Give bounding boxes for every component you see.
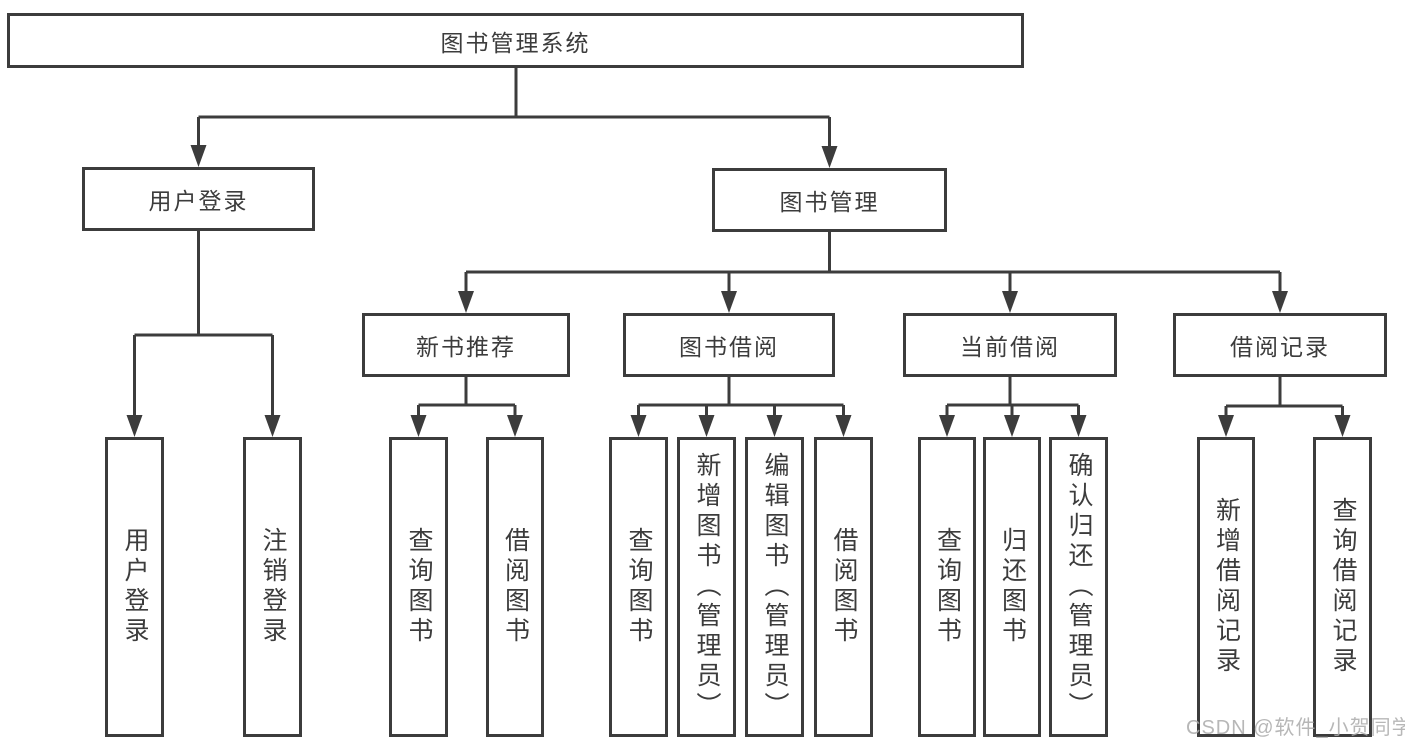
leaf-label: 注销登录 bbox=[259, 527, 287, 647]
leaf-label: 查询图书 bbox=[405, 527, 433, 647]
leaf-current-query-books: 查询图书 bbox=[918, 437, 976, 737]
node-label: 用户登录 bbox=[148, 188, 249, 214]
node-library-system: 图书管理系统 bbox=[7, 13, 1024, 68]
leaf-current-confirm-return-admin: 确认归还（管理员） bbox=[1049, 437, 1108, 737]
leaf-label: 确认归还（管理员） bbox=[1065, 452, 1093, 722]
leaf-newbook-borrow-books: 借阅图书 bbox=[486, 437, 544, 737]
leaf-label: 用户登录 bbox=[121, 527, 149, 647]
leaf-logout: 注销登录 bbox=[243, 437, 302, 737]
node-user-login: 用户登录 bbox=[82, 167, 315, 231]
leaf-borrow-query-books: 查询图书 bbox=[609, 437, 668, 737]
leaf-label: 查询借阅记录 bbox=[1329, 497, 1357, 677]
leaf-records-query-record: 查询借阅记录 bbox=[1313, 437, 1372, 737]
node-label: 当前借阅 bbox=[960, 334, 1060, 360]
leaf-user-login: 用户登录 bbox=[105, 437, 164, 737]
leaf-newbook-query-books: 查询图书 bbox=[389, 437, 448, 737]
node-label: 图书管理 bbox=[779, 189, 880, 215]
node-current-borrow: 当前借阅 bbox=[903, 313, 1117, 377]
node-label: 图书借阅 bbox=[679, 334, 779, 360]
node-new-book-recommend: 新书推荐 bbox=[362, 313, 570, 377]
node-label: 新书推荐 bbox=[416, 334, 516, 360]
node-label: 图书管理系统 bbox=[440, 29, 591, 56]
leaf-borrow-borrow-books: 借阅图书 bbox=[814, 437, 873, 737]
connector-paths bbox=[133, 68, 1344, 417]
leaf-label: 查询图书 bbox=[933, 527, 962, 647]
leaf-label: 归还图书 bbox=[998, 527, 1027, 647]
csdn-watermark: CSDN @软件_小贺同学 bbox=[1186, 717, 1405, 739]
leaf-borrow-edit-books-admin: 编辑图书（管理员） bbox=[745, 437, 804, 737]
node-book-management: 图书管理 bbox=[712, 168, 947, 232]
node-label: 借阅记录 bbox=[1230, 334, 1330, 360]
node-book-borrow: 图书借阅 bbox=[623, 313, 835, 377]
arrowheads bbox=[126, 145, 1351, 437]
leaf-borrow-add-books-admin: 新增图书（管理员） bbox=[677, 437, 736, 737]
leaf-label: 新增借阅记录 bbox=[1212, 497, 1241, 677]
leaf-label: 新增图书（管理员） bbox=[693, 452, 721, 722]
leaf-records-add-record: 新增借阅记录 bbox=[1197, 437, 1255, 737]
leaf-label: 借阅图书 bbox=[501, 527, 530, 647]
node-borrow-records: 借阅记录 bbox=[1173, 313, 1387, 377]
leaf-label: 借阅图书 bbox=[830, 527, 858, 647]
leaf-label: 查询图书 bbox=[625, 527, 653, 647]
leaf-label: 编辑图书（管理员） bbox=[761, 452, 789, 722]
leaf-current-return-books: 归还图书 bbox=[983, 437, 1041, 737]
